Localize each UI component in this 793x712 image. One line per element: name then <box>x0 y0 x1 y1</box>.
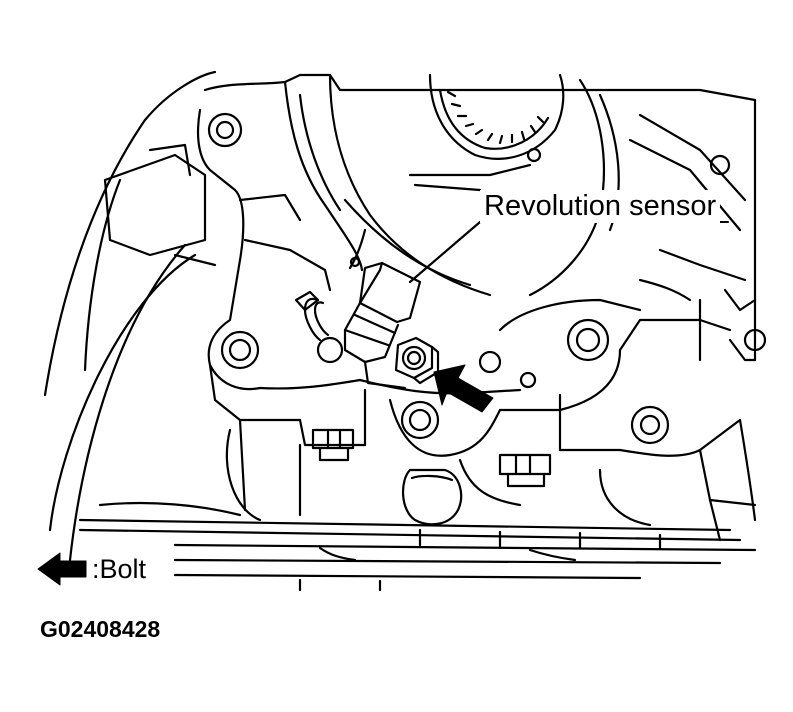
lower-bolts <box>311 428 552 526</box>
bolt-pointer-arrow <box>433 364 494 413</box>
housing-plate <box>196 73 757 391</box>
engine-outer-shell <box>43 70 217 562</box>
sensor-bolt <box>394 336 440 385</box>
oil-pan-rails <box>78 518 757 592</box>
legend-arrow <box>37 552 87 586</box>
bolt-holes <box>207 112 767 445</box>
cover-ribs <box>238 73 757 362</box>
sprocket-wheel <box>428 73 565 163</box>
revolution-sensor-label: Revolution sensor <box>480 190 721 223</box>
legend-bolt-label: :Bolt <box>92 553 147 584</box>
lower-flange <box>208 298 742 542</box>
lower-castings <box>98 338 757 527</box>
legend: :Bolt <box>36 551 146 587</box>
revolution-sensor-body <box>294 261 422 390</box>
legend-arrow-icon <box>36 551 88 587</box>
figure-code: G02408428 <box>40 616 161 642</box>
sensor-leader-line <box>408 220 729 284</box>
